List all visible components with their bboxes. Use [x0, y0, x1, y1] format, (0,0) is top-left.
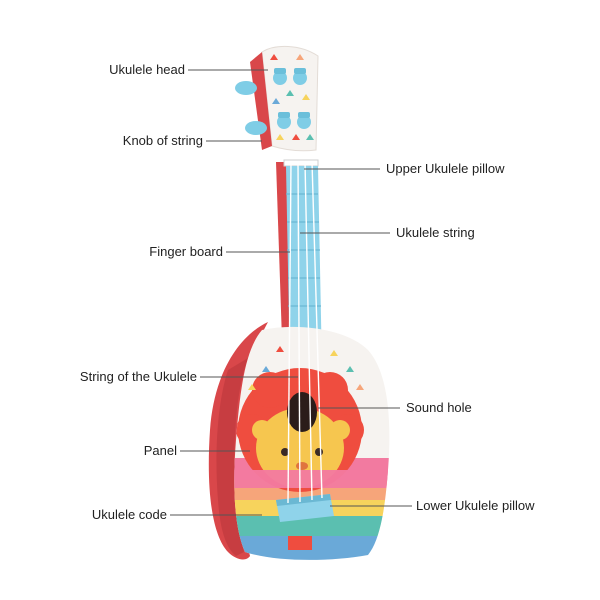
upper-pillow [283, 159, 319, 167]
tuning-knobs [235, 68, 311, 135]
headstock-side [250, 52, 272, 150]
label-upper-ukulele-pillow: Upper Ukulele pillow [386, 161, 505, 176]
label-ukulele-head: Ukulele head [109, 62, 185, 77]
leader-lines [170, 69, 412, 516]
label-knob-of-string: Knob of string [122, 133, 203, 148]
label-sound-hole: Sound hole [406, 400, 472, 415]
sound-hole-shape [287, 392, 317, 432]
strings [287, 161, 323, 504]
headstock-pattern [270, 54, 314, 140]
label-string-of-the-ukulele: String of the Ukulele [79, 369, 197, 384]
label-lower-ukulele-pillow: Lower Ukulele pillow [416, 498, 535, 513]
label-ukulele-string: Ukulele string [396, 225, 475, 240]
label-finger-board: Finger board [149, 244, 223, 259]
body-side-shadow [216, 358, 248, 556]
label-ukulele-code: Ukulele code [91, 507, 167, 522]
label-panel: Panel [143, 443, 177, 458]
